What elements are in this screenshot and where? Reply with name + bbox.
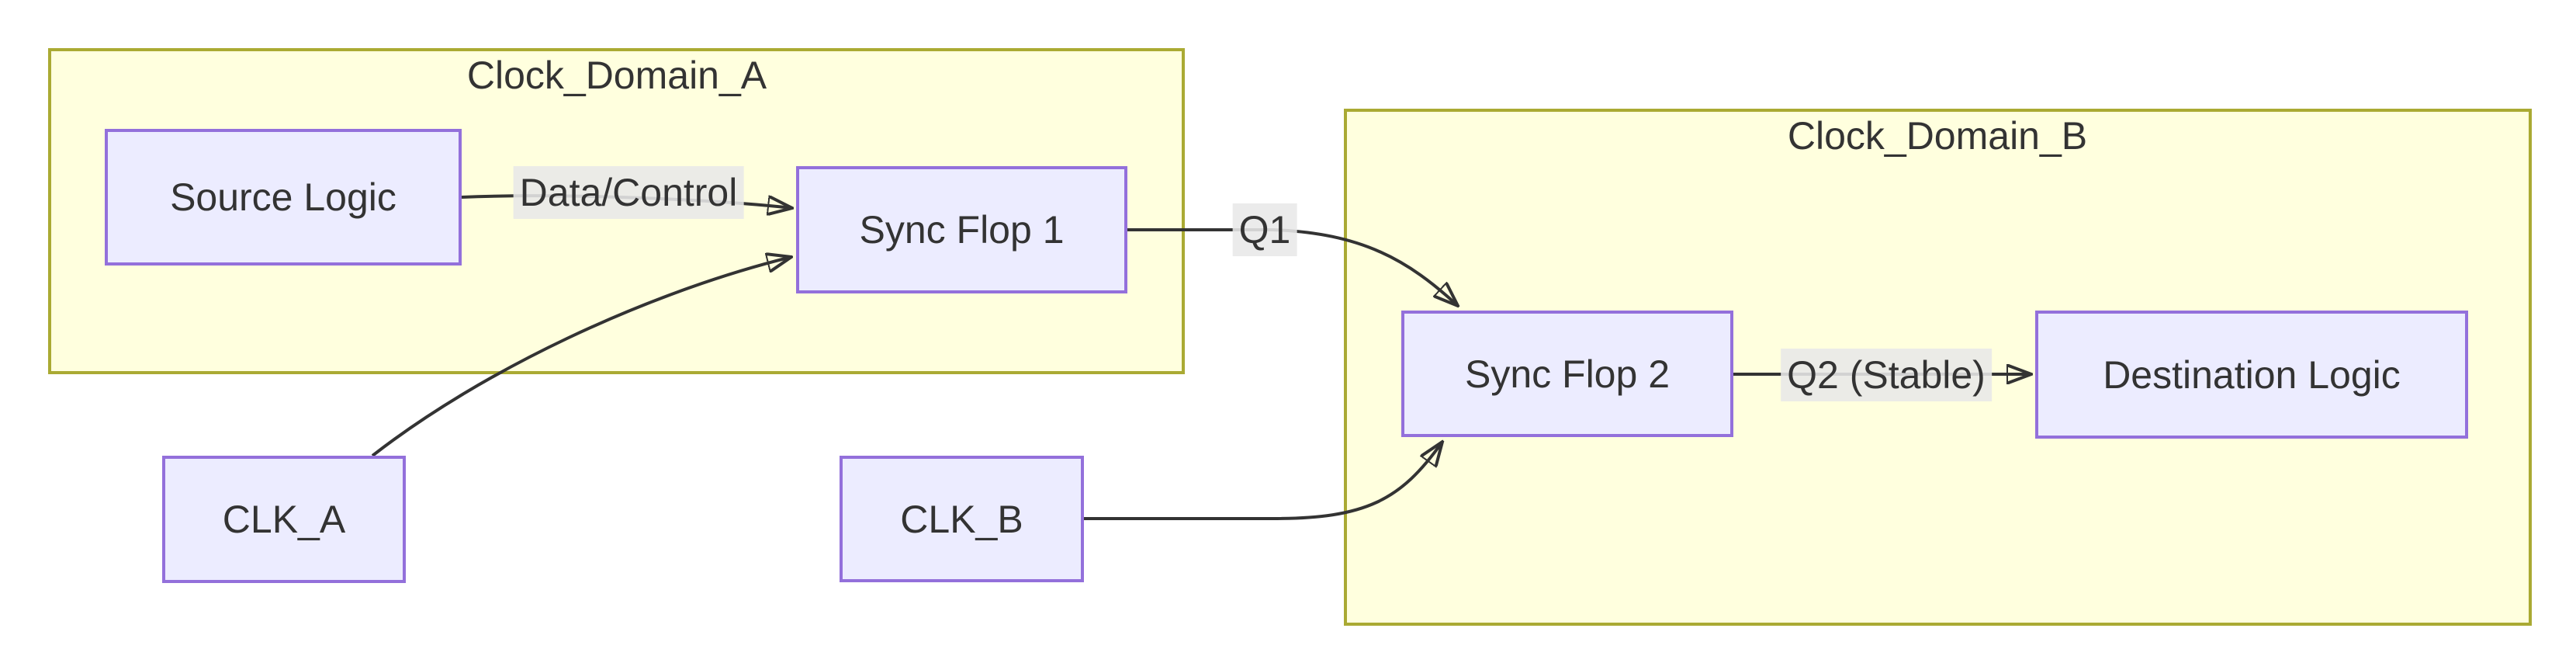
edge-clkb-to-syncflop2 (1084, 442, 1442, 520)
node-clk-a: CLK_A (162, 456, 406, 583)
cluster-clock-domain-b-title: Clock_Domain_B (1787, 114, 2088, 158)
node-sync-flop-1: Sync Flop 1 (796, 166, 1127, 293)
node-clk-b: CLK_B (840, 456, 1084, 582)
node-source-logic: Source Logic (105, 129, 462, 266)
node-destination-logic: Destination Logic (2035, 311, 2468, 439)
cluster-clock-domain-a-title: Clock_Domain_A (466, 54, 767, 97)
edge-clka-to-syncflop1 (371, 257, 791, 457)
node-source-logic-label: Source Logic (170, 175, 396, 219)
node-destination-logic-label: Destination Logic (2103, 352, 2401, 397)
node-sync-flop-2: Sync Flop 2 (1401, 311, 1733, 437)
edge-label-q1: Q1 (1232, 203, 1297, 256)
edge-label-q2-stable: Q2 (Stable) (1781, 349, 1992, 401)
node-clk-a-label: CLK_A (222, 498, 346, 541)
node-sync-flop-2-label: Sync Flop 2 (1464, 352, 1670, 396)
node-sync-flop-1-label: Sync Flop 1 (859, 208, 1065, 252)
edge-label-data-control: Data/Control (513, 166, 744, 219)
node-clk-b-label: CLK_B (900, 497, 1023, 541)
